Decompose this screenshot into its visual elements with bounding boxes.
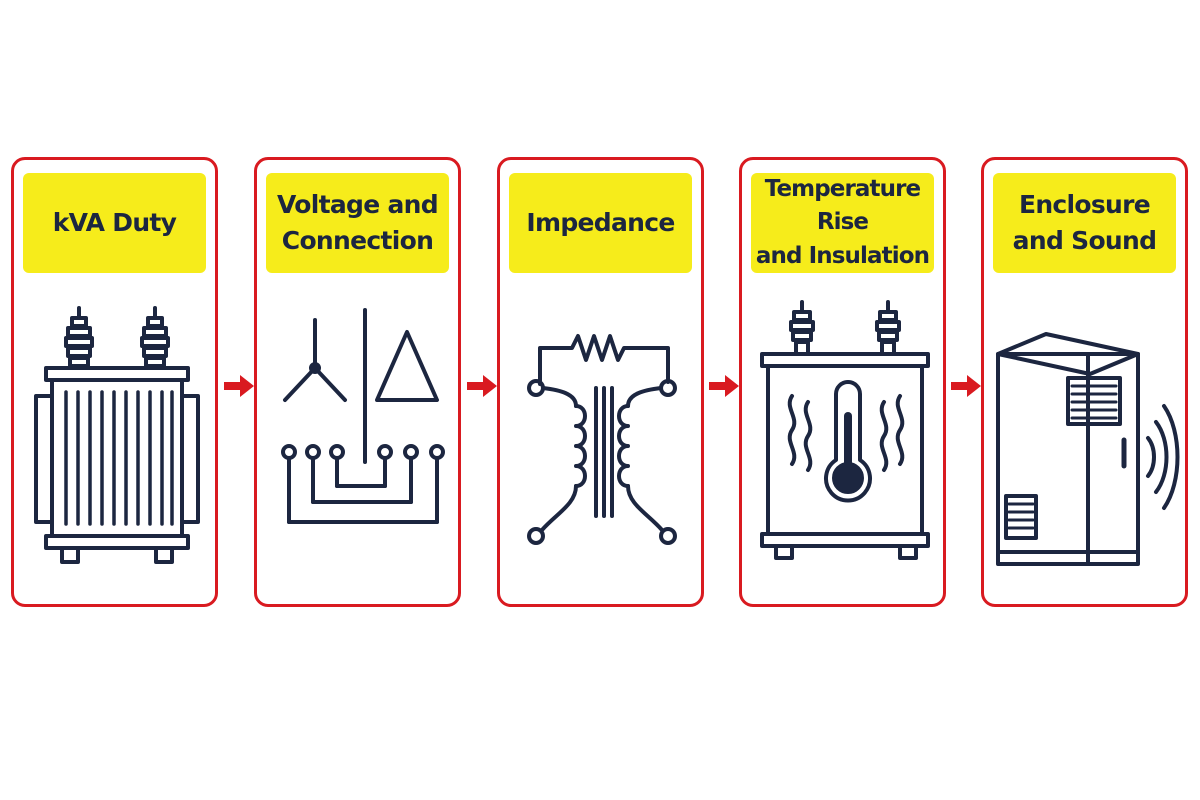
step-label: kVA Duty	[23, 173, 206, 273]
step-label: Enclosure and Sound	[993, 173, 1176, 273]
step-card-voltage-connection: Voltage and Connection	[254, 157, 461, 607]
arrow-right-icon	[222, 372, 256, 400]
step-label: Temperature Rise and Insulation	[751, 173, 934, 273]
impedance-transformer-icon	[500, 290, 701, 590]
step-card-impedance: Impedance	[497, 157, 704, 607]
wye-delta-connection-icon	[257, 290, 458, 590]
step-card-kva-duty: kVA Duty	[11, 157, 218, 607]
transformer-icon	[14, 290, 215, 590]
arrow-right-icon	[949, 372, 983, 400]
step-card-temperature-insulation: Temperature Rise and Insulation	[739, 157, 946, 607]
enclosure-sound-icon	[984, 290, 1185, 590]
step-label: Voltage and Connection	[266, 173, 449, 273]
thermometer-transformer-icon	[742, 290, 943, 590]
arrow-right-icon	[707, 372, 741, 400]
step-card-enclosure-sound: Enclosure and Sound	[981, 157, 1188, 607]
arrow-right-icon	[465, 372, 499, 400]
step-label: Impedance	[509, 173, 692, 273]
